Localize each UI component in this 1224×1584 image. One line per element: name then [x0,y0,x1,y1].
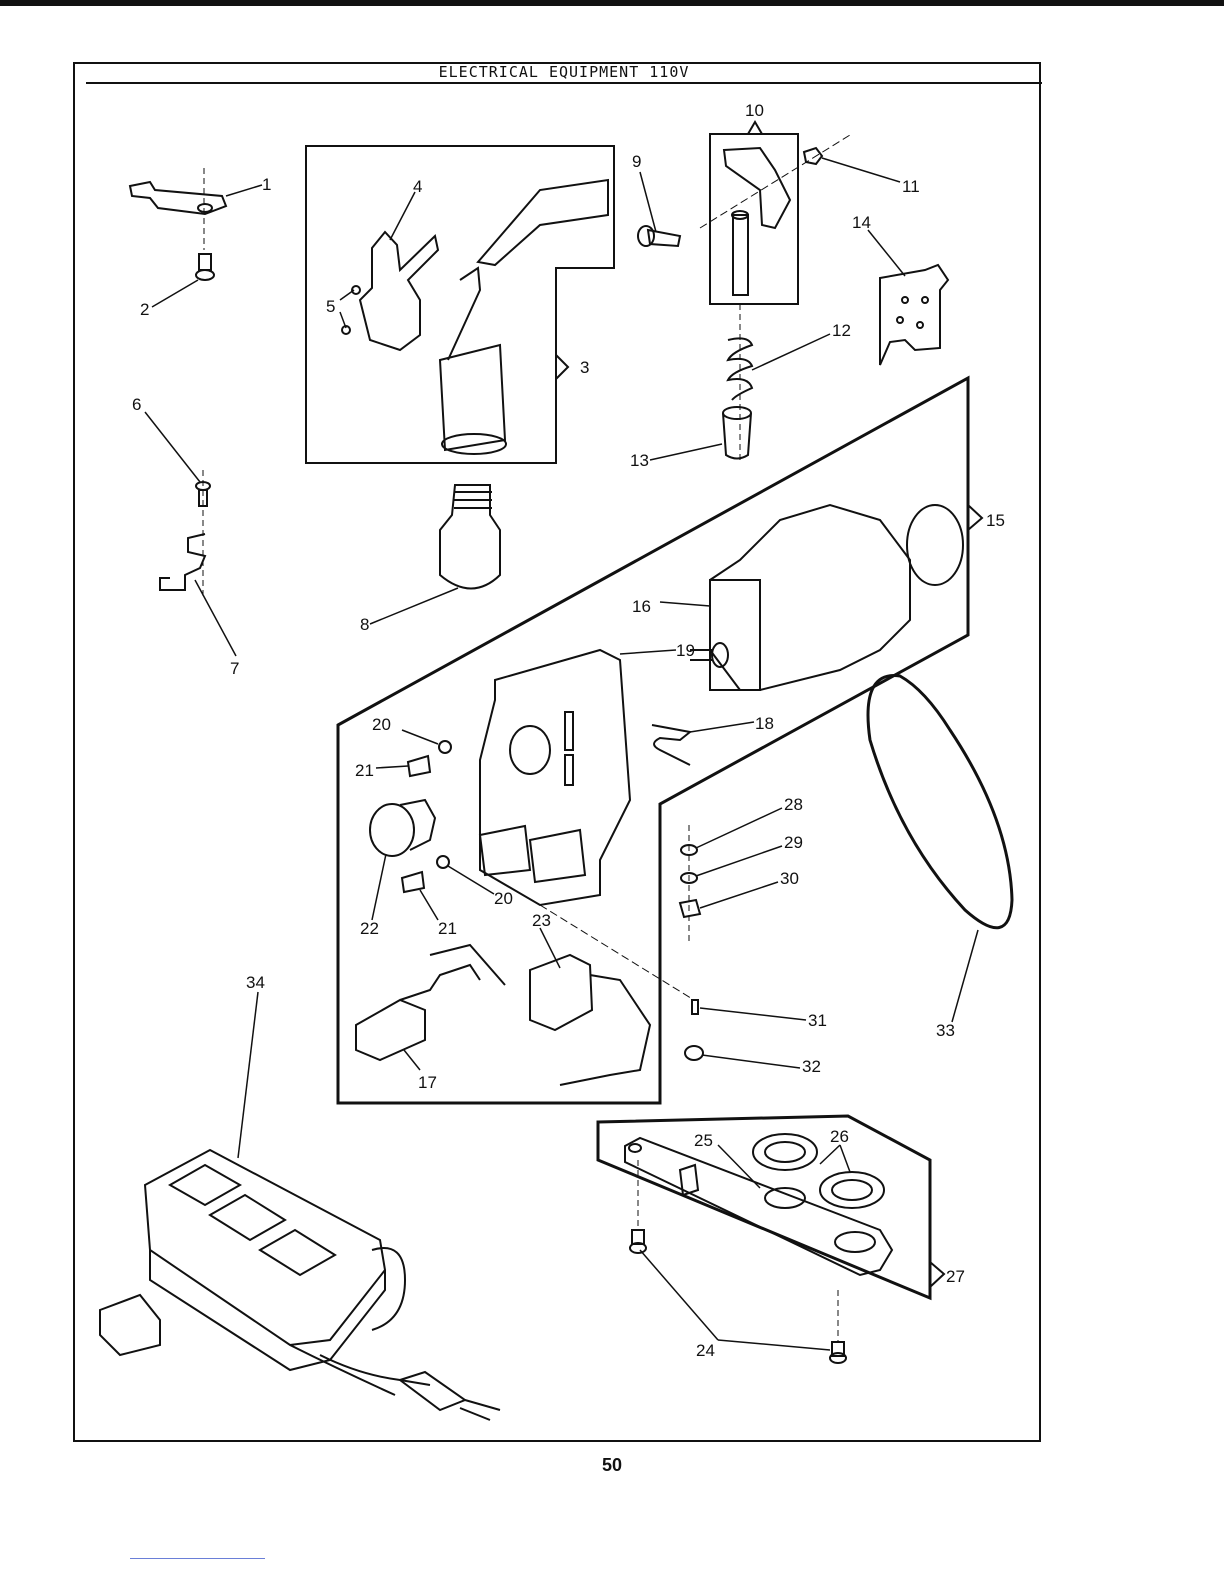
group-box-lever-assembly [710,134,798,304]
callout-33: 33 [936,1021,955,1040]
callout-17: 17 [418,1073,437,1092]
callout-10: 10 [745,101,764,120]
bracket-10 [748,122,762,134]
part-19-housing [480,650,630,905]
part-2-screw [196,254,214,280]
group-box-lamp-assembly [306,146,614,463]
bracket-27 [930,1262,944,1287]
callout-26: 26 [830,1127,849,1146]
part-32-nut [685,1046,703,1060]
part-31-screw [692,1000,698,1014]
callout-3: 3 [580,358,589,377]
part-3-socket [440,180,608,454]
part-4-bracket [360,232,438,350]
part-34-foot-pedal [100,1150,500,1420]
callout-25: 25 [694,1131,713,1150]
callout-23: 23 [532,911,551,930]
callout-7: 7 [230,659,239,678]
part-14-plate [880,265,948,365]
callout-5: 5 [326,297,335,316]
callout-21-lower: 21 [438,919,457,938]
callout-21-upper: 21 [355,761,374,780]
callout-15: 15 [986,511,1005,530]
callout-29: 29 [784,833,803,852]
part-30-plate [680,900,700,917]
part-5-screws [342,286,360,334]
callout-8: 8 [360,615,369,634]
part-26-coil [753,1134,884,1208]
part-21-spacer-upper [408,756,430,776]
callout-19: 19 [676,641,695,660]
part-13-sleeve [723,407,751,459]
callout-4: 4 [413,177,422,196]
part-18-clip [652,725,690,765]
part-11-nut [804,148,822,164]
callout-9: 9 [632,152,641,171]
part-33-belt [868,676,1012,928]
bracket-3 [556,355,568,379]
part-9-screw [638,226,680,246]
callout-6: 6 [132,395,141,414]
part-16-motor [690,505,963,690]
axis-line-9-11 [700,135,850,228]
callout-20-upper: 20 [372,715,391,734]
page-number: 50 [0,1455,1224,1476]
part-7-wire-spring [160,534,205,590]
part-1-latch [130,168,226,250]
callout-13: 13 [630,451,649,470]
callout-22: 22 [360,919,379,938]
part-27-plate [625,1138,892,1275]
callout-27: 27 [946,1267,965,1286]
callout-1: 1 [262,175,271,194]
part-8-bulb [440,485,500,589]
callout-2: 2 [140,300,149,319]
callout-16: 16 [632,597,651,616]
callout-31: 31 [808,1011,827,1030]
callout-24: 24 [696,1341,715,1360]
callout-14: 14 [852,213,871,232]
part-20-nut-lower [437,856,449,868]
part-21-spacer-lower [402,872,424,892]
callout-18: 18 [755,714,774,733]
callout-34: 34 [246,973,265,992]
footer-rule [130,1558,265,1559]
part-23-switch [530,955,650,1085]
group-box-motor-assembly [338,378,968,1103]
part-10-lever [724,148,790,295]
callout-20-lower: 20 [494,889,513,908]
part-22-knob [370,800,435,856]
callout-28: 28 [784,795,803,814]
callout-12: 12 [832,321,851,340]
part-17-capacitor [356,945,505,1060]
callout-11: 11 [902,177,920,196]
bracket-15 [968,505,982,530]
callout-30: 30 [780,869,799,888]
callout-32: 32 [802,1057,821,1076]
axis-line-19-31 [540,905,694,1000]
part-20-nut-upper [439,741,451,753]
